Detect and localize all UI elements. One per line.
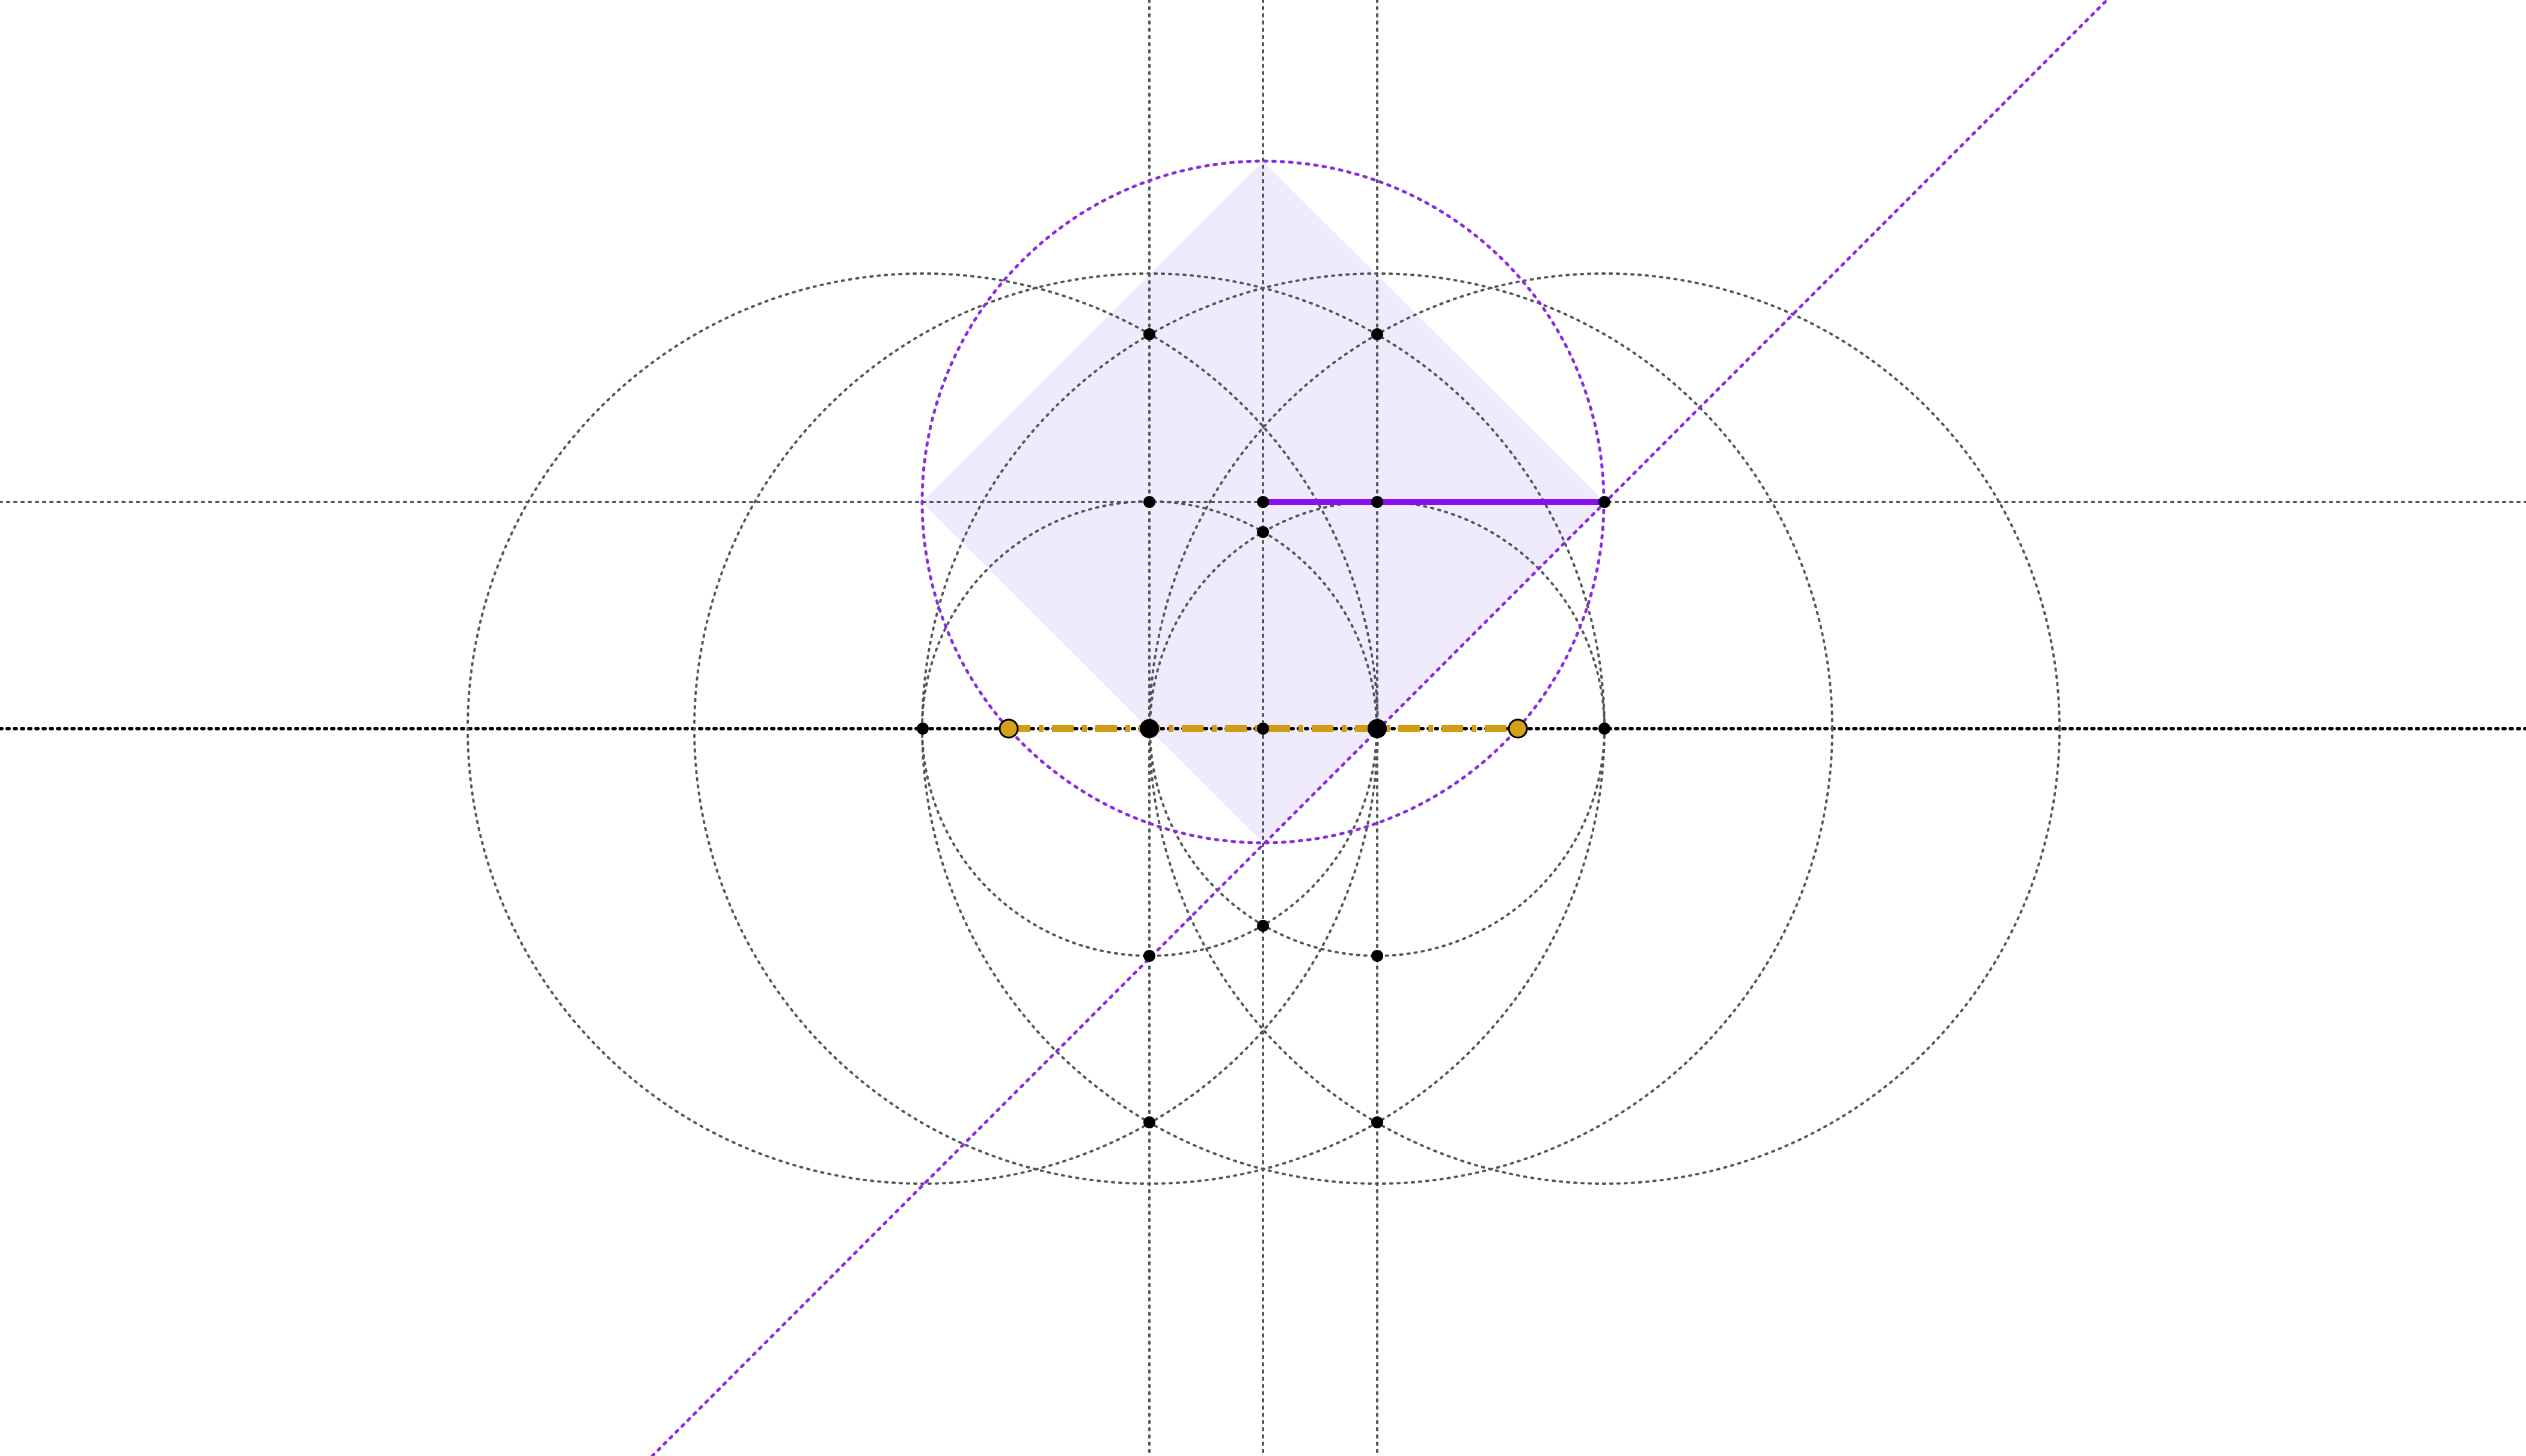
point	[1371, 328, 1383, 340]
point	[1257, 496, 1269, 508]
point	[1143, 496, 1155, 508]
gold-point-left	[998, 718, 1019, 739]
gold-point-right	[1508, 718, 1528, 739]
point	[1143, 950, 1155, 962]
point	[1257, 723, 1269, 735]
point	[1143, 1116, 1155, 1128]
point	[1598, 496, 1610, 508]
point	[1257, 526, 1269, 538]
point	[1598, 723, 1610, 735]
construction-points	[917, 328, 1610, 1128]
point	[1143, 328, 1155, 340]
point	[1371, 496, 1383, 508]
point-large-left	[1140, 719, 1159, 738]
point-large-right	[1368, 719, 1387, 738]
point	[917, 723, 929, 735]
point	[1371, 950, 1383, 962]
point	[1257, 920, 1269, 932]
point	[1371, 1116, 1383, 1128]
